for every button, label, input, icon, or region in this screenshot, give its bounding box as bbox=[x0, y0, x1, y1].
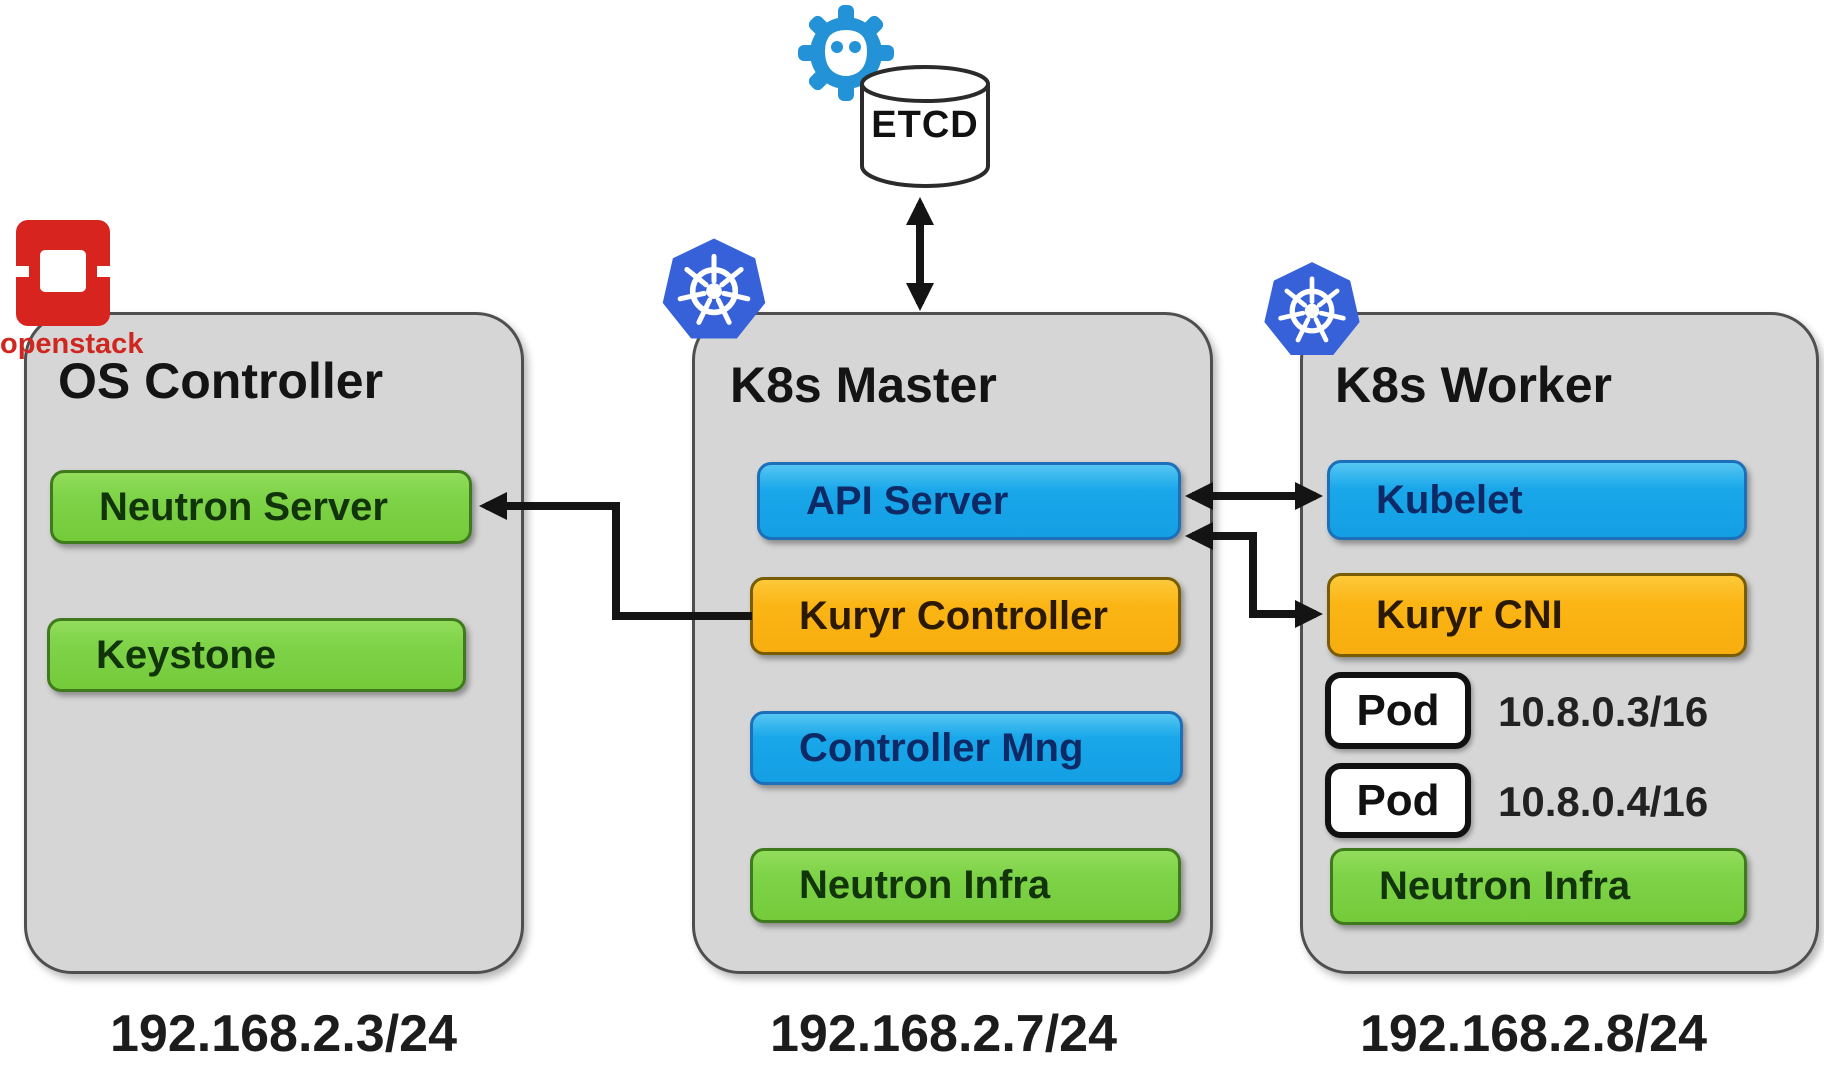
component-neutron-infra-worker: Neutron Infra bbox=[1330, 848, 1747, 925]
openstack-logo-text: openstack bbox=[0, 328, 144, 360]
etcd-database-cylinder-icon bbox=[858, 62, 992, 196]
component-keystone: Keystone bbox=[47, 618, 466, 692]
component-kubelet: Kubelet bbox=[1327, 460, 1747, 540]
k8s-worker-title: K8s Worker bbox=[1335, 357, 1612, 413]
component-neutron-server: Neutron Server bbox=[50, 470, 472, 544]
k8s-master-title: K8s Master bbox=[730, 357, 997, 413]
kubernetes-icon bbox=[1260, 258, 1364, 362]
etcd-label: ETCD bbox=[871, 104, 979, 146]
component-kuryr-cni: Kuryr CNI bbox=[1327, 573, 1747, 657]
openstack-icon bbox=[16, 220, 110, 326]
os-controller-ip: 192.168.2.3/24 bbox=[110, 1005, 457, 1063]
os-controller-title: OS Controller bbox=[58, 353, 384, 409]
component-controller-mng: Controller Mng bbox=[750, 711, 1183, 785]
kubernetes-icon bbox=[658, 234, 770, 346]
pod-1: Pod bbox=[1325, 672, 1471, 749]
component-neutron-infra-master: Neutron Infra bbox=[750, 848, 1181, 923]
component-api-server: API Server bbox=[757, 462, 1181, 540]
pod-2-ip: 10.8.0.4/16 bbox=[1498, 778, 1709, 825]
pod-1-ip: 10.8.0.3/16 bbox=[1498, 688, 1709, 735]
k8s-worker-ip: 192.168.2.8/24 bbox=[1360, 1005, 1707, 1063]
component-kuryr-controller: Kuryr Controller bbox=[750, 577, 1181, 655]
k8s-master-ip: 192.168.2.7/24 bbox=[770, 1005, 1117, 1063]
pod-2: Pod bbox=[1325, 763, 1471, 838]
